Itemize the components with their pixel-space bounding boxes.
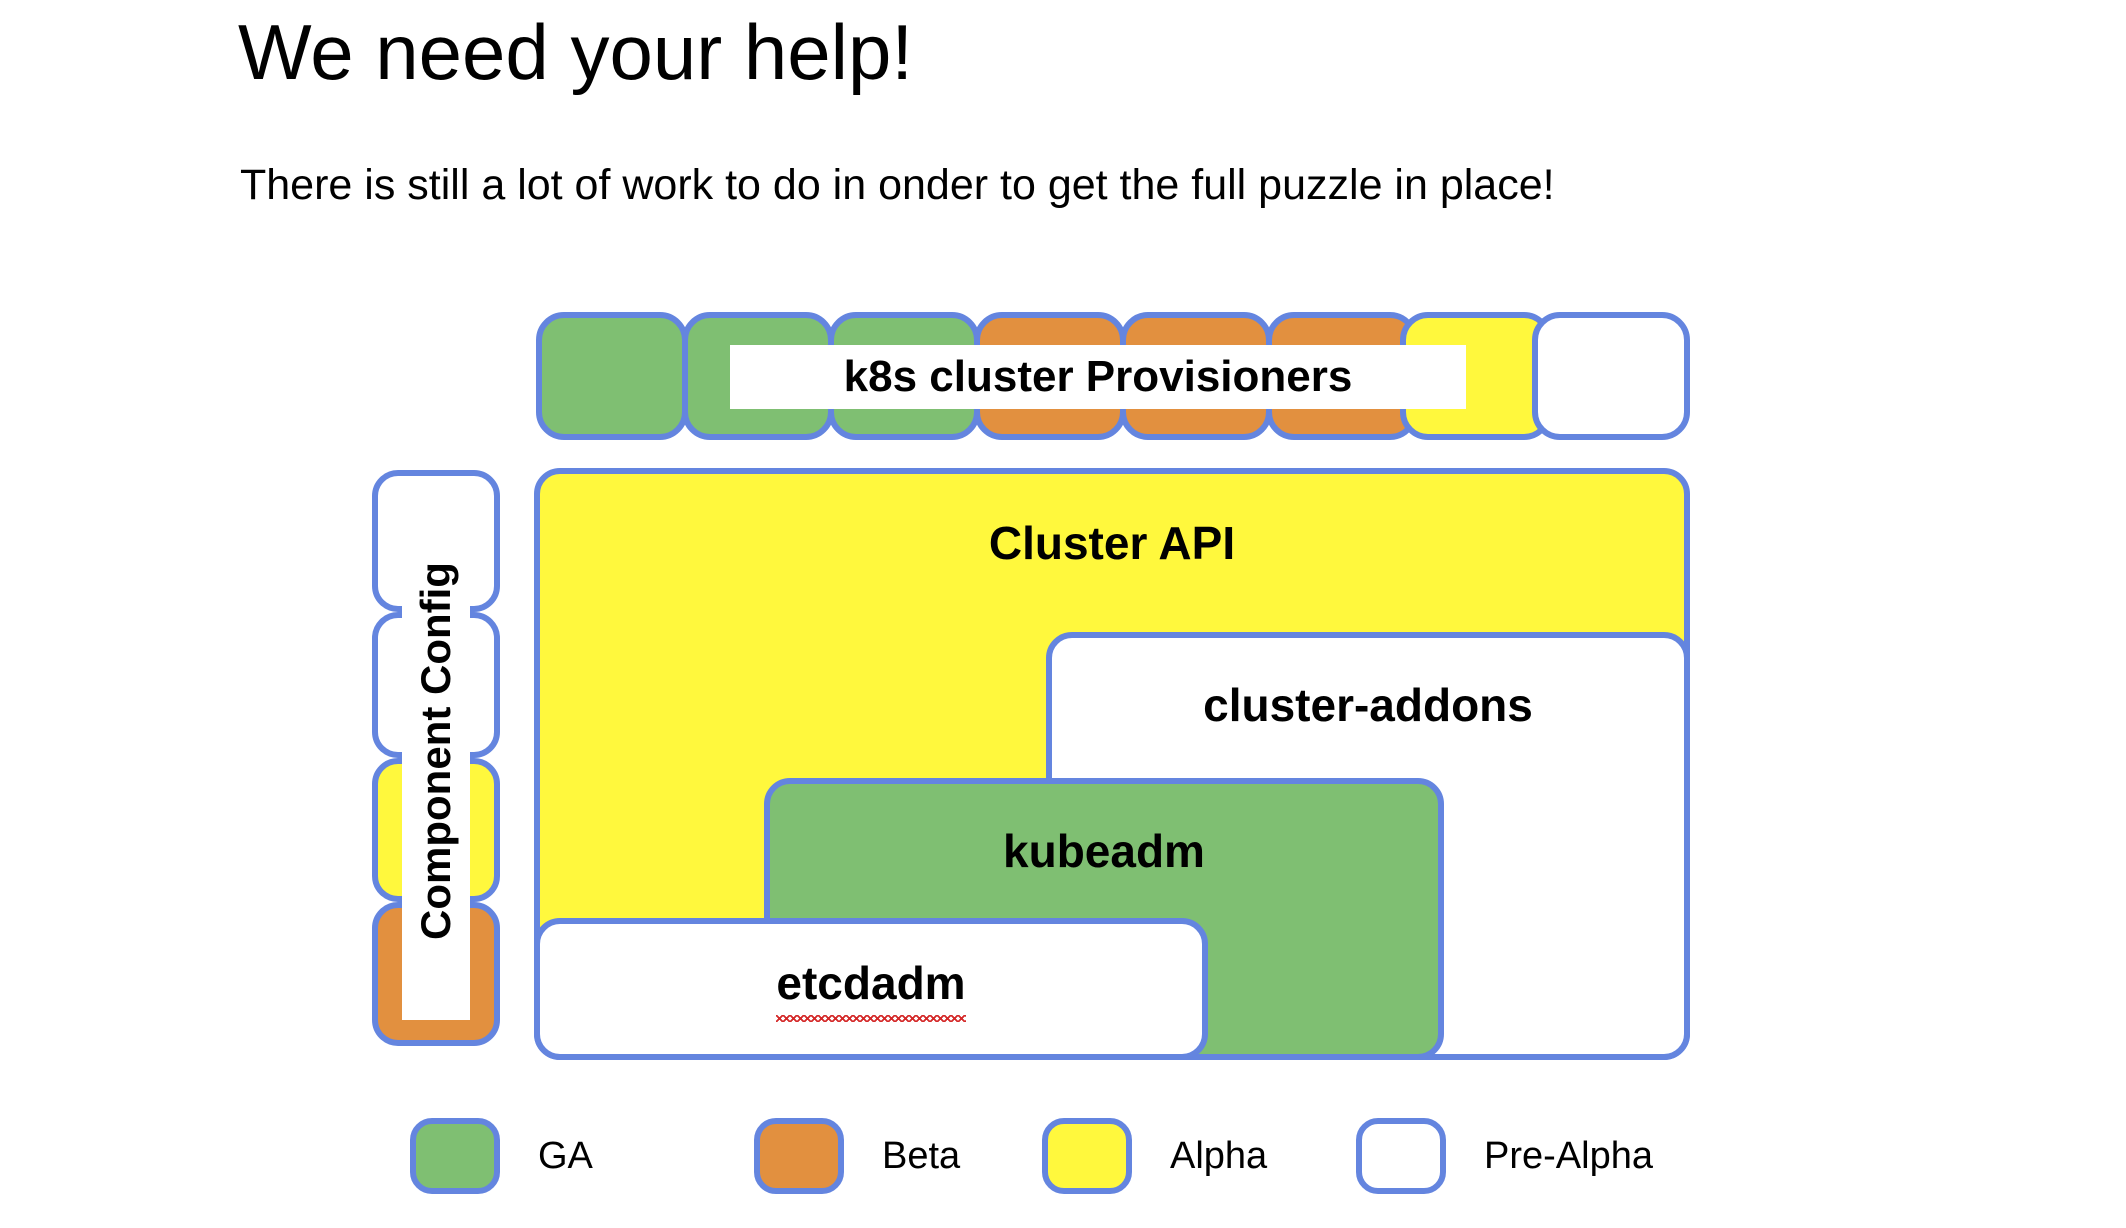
- legend-label-ga: GA: [538, 1134, 593, 1177]
- legend-swatch-alpha-icon: [1042, 1118, 1132, 1194]
- legend-item-beta: Beta: [754, 1118, 960, 1194]
- legend-swatch-ga-icon: [410, 1118, 500, 1194]
- legend-item-alpha: Alpha: [1042, 1118, 1267, 1194]
- box-etcdadm[interactable]: etcdadm: [534, 918, 1208, 1060]
- component-config-banner: Component Config: [402, 482, 470, 1020]
- legend-item-prealpha: Pre-Alpha: [1356, 1118, 1653, 1194]
- legend-label-alpha: Alpha: [1170, 1134, 1268, 1177]
- legend: GA Beta Alpha Pre-Alpha: [0, 1118, 2126, 1208]
- legend-label-prealpha: Pre-Alpha: [1484, 1134, 1653, 1177]
- provisioner-banner: k8s cluster Provisioners: [730, 345, 1466, 409]
- legend-item-ga: GA: [410, 1118, 593, 1194]
- legend-swatch-prealpha-icon: [1356, 1118, 1446, 1194]
- provisioner-box-1[interactable]: [536, 312, 688, 440]
- provisioner-banner-label: k8s cluster Provisioners: [843, 352, 1353, 401]
- box-cluster-addons-label: cluster-addons: [1203, 679, 1533, 731]
- box-kubeadm-label: kubeadm: [1003, 825, 1205, 877]
- page-subtitle: There is still a lot of work to do in on…: [240, 161, 1555, 209]
- legend-swatch-beta-icon: [754, 1118, 844, 1194]
- component-config-label: Component Config: [412, 562, 460, 940]
- provisioner-box-8[interactable]: [1532, 312, 1690, 440]
- box-etcdadm-label-wrap: etcdadm: [540, 956, 1202, 1022]
- legend-label-beta: Beta: [882, 1134, 961, 1177]
- box-etcdadm-label: etcdadm: [776, 957, 966, 1022]
- box-cluster-api-label: Cluster API: [988, 517, 1236, 569]
- page-title: We need your help!: [238, 8, 913, 96]
